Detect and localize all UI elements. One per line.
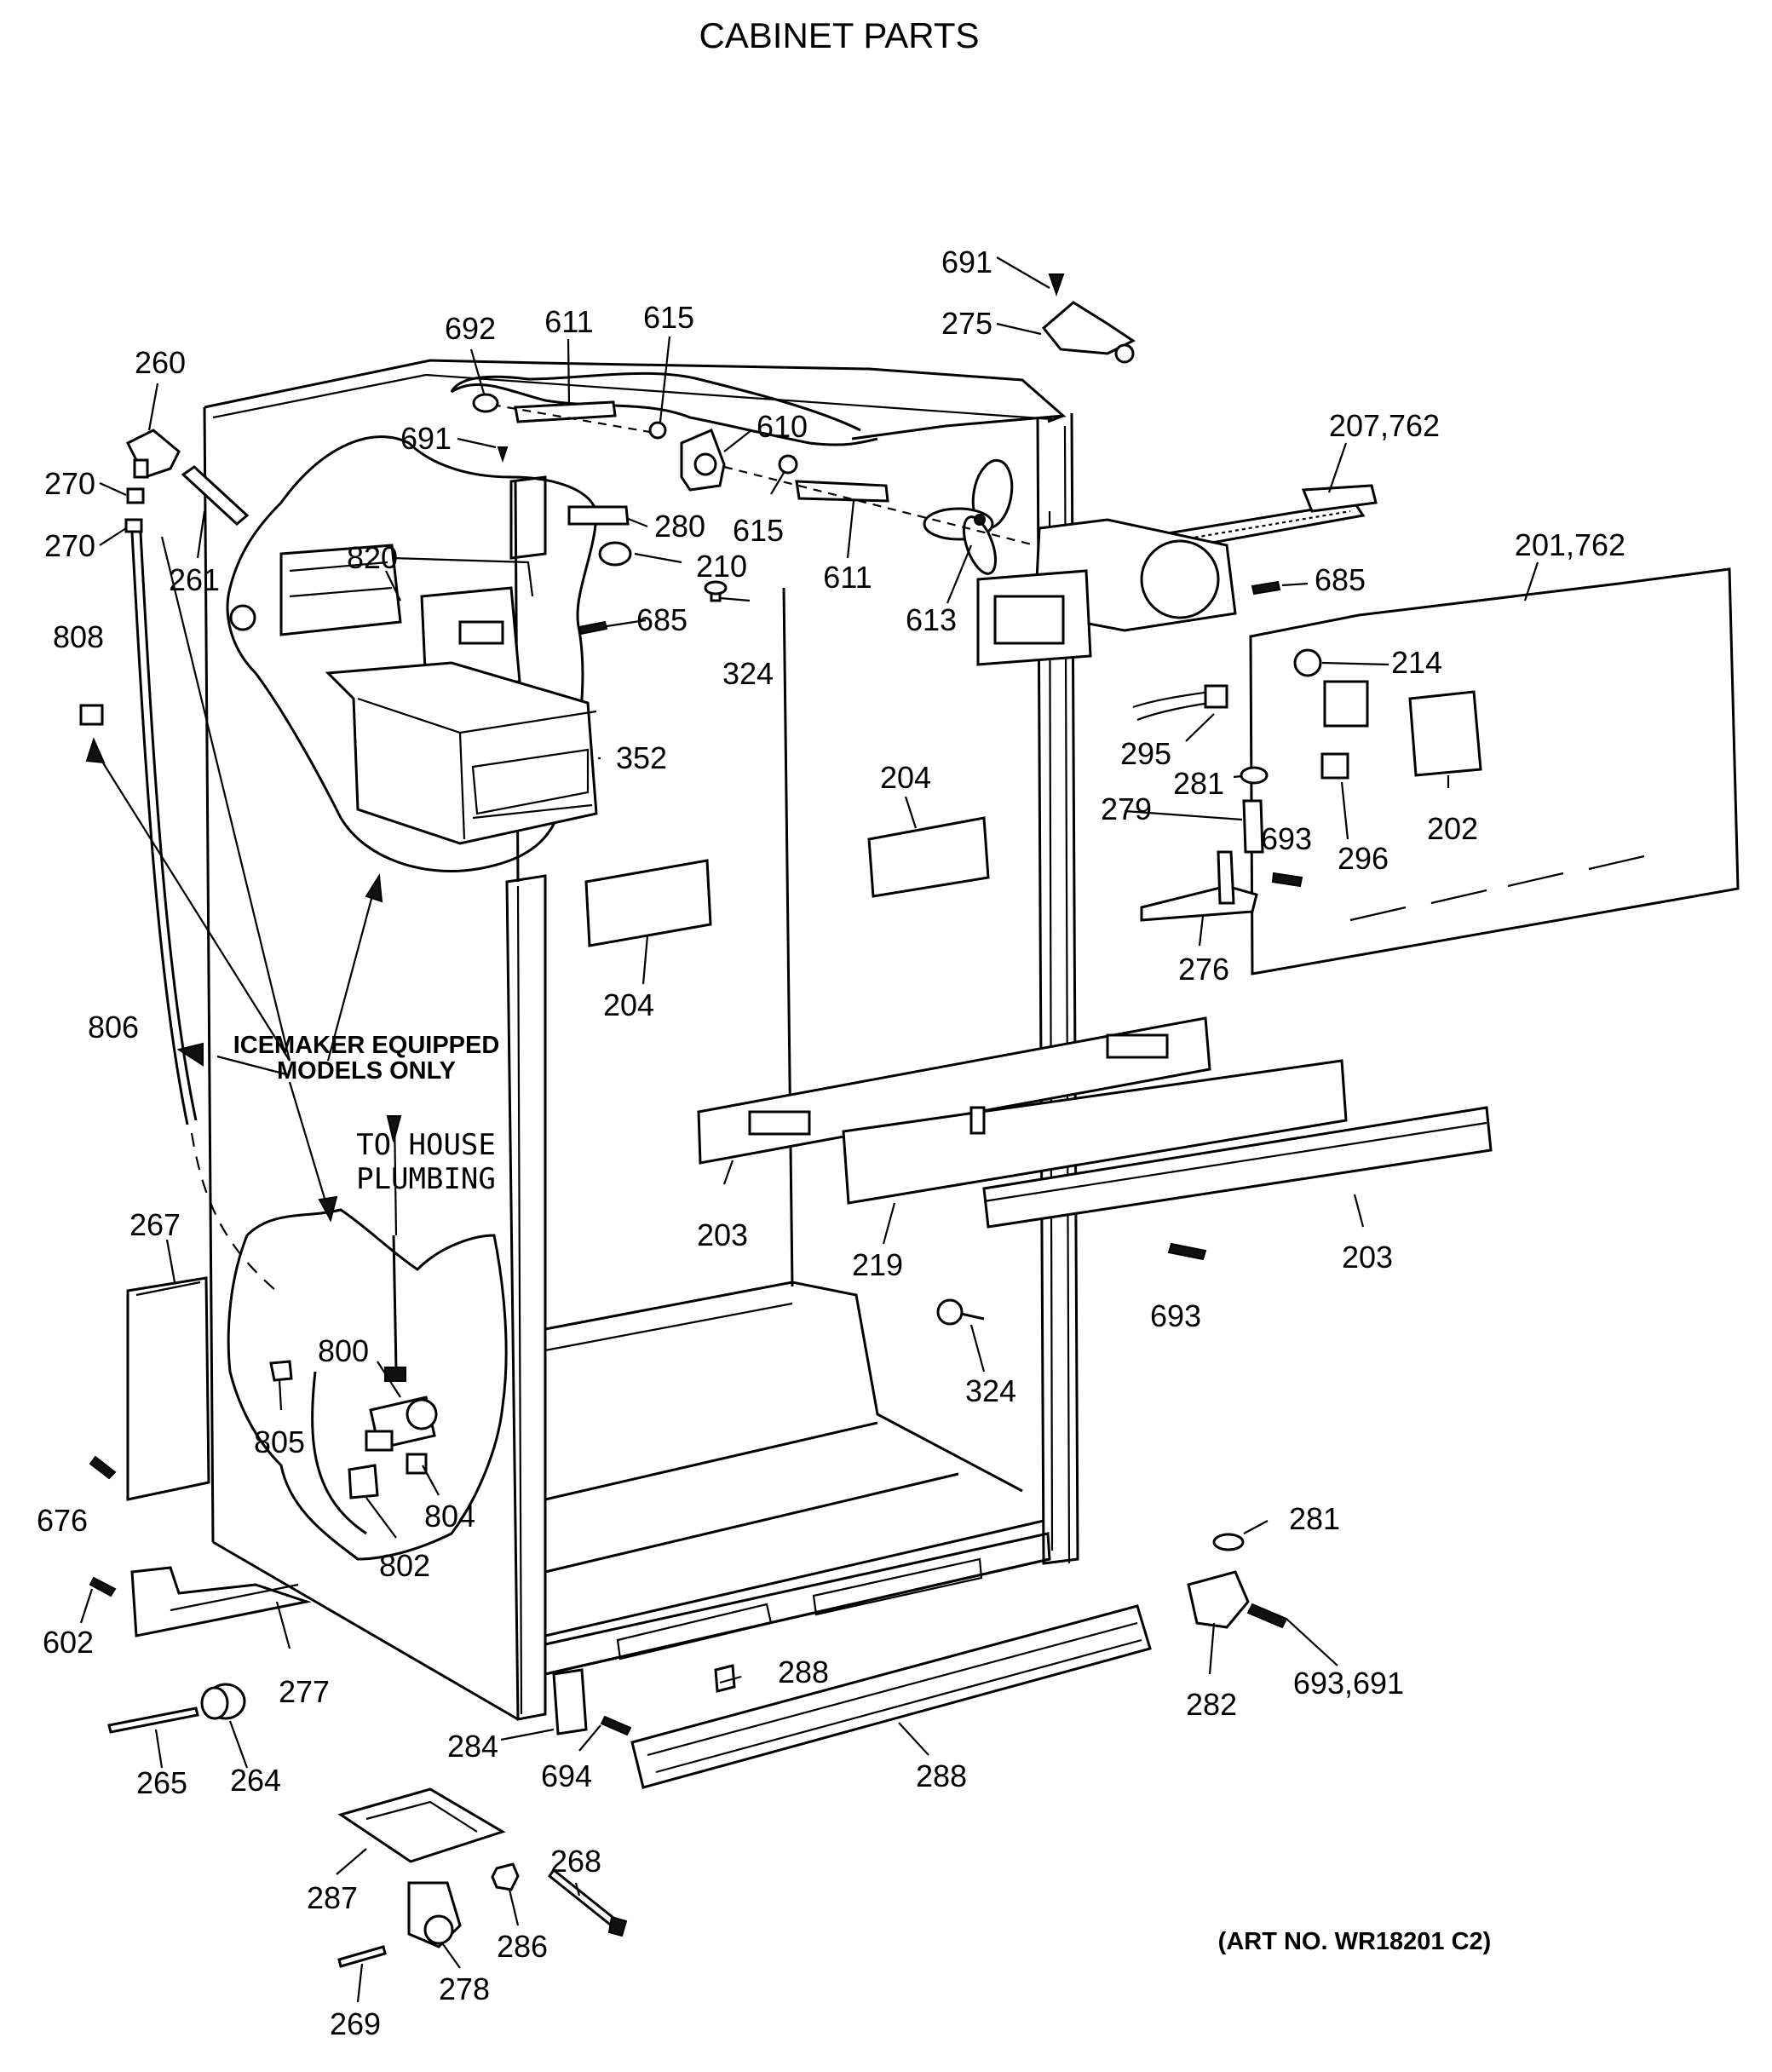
icemaker-cutaway bbox=[226, 435, 598, 872]
part-label: 800 bbox=[318, 1333, 369, 1368]
part-label: 270 bbox=[44, 528, 95, 563]
part-label: 279 bbox=[1101, 791, 1152, 826]
diagram-title: CABINET PARTS bbox=[699, 15, 979, 55]
part-label: 806 bbox=[88, 1010, 139, 1045]
part-label: 265 bbox=[136, 1765, 187, 1800]
part-label: 202 bbox=[1427, 811, 1478, 846]
part-label: 611 bbox=[544, 304, 593, 339]
part-label: 691 bbox=[400, 421, 452, 456]
part-label: 203 bbox=[1342, 1240, 1393, 1275]
part-label: 613 bbox=[906, 602, 957, 637]
part-label: 615 bbox=[733, 513, 784, 548]
part-label: 676 bbox=[37, 1503, 88, 1538]
part-label: 693,691 bbox=[1293, 1666, 1404, 1701]
part-label: 324 bbox=[722, 656, 774, 691]
part-label: 802 bbox=[379, 1548, 430, 1583]
part-label: 610 bbox=[757, 409, 808, 444]
part-label: 692 bbox=[445, 311, 496, 346]
part-label: 296 bbox=[1338, 841, 1389, 876]
part-label: 264 bbox=[230, 1763, 281, 1798]
part-label: 219 bbox=[852, 1247, 903, 1282]
part-label: 269 bbox=[330, 2006, 381, 2041]
art-number: (ART NO. WR18201 C2) bbox=[1218, 1928, 1492, 1955]
part-label: 685 bbox=[1315, 562, 1366, 597]
part-label: 287 bbox=[307, 1880, 358, 1915]
part-label: 276 bbox=[1178, 952, 1229, 987]
part-label: 288 bbox=[916, 1758, 967, 1793]
part-label: 267 bbox=[129, 1207, 181, 1242]
part-label: 275 bbox=[941, 306, 992, 341]
part-label: 207,762 bbox=[1329, 408, 1440, 443]
part-label: 214 bbox=[1391, 645, 1442, 680]
plumbing-note-line1: TO HOUSE bbox=[356, 1128, 496, 1162]
part-labels: 691 275 692 611 615 260 691 610 207,762 … bbox=[37, 245, 1625, 2041]
part-label: 685 bbox=[636, 602, 688, 637]
part-label: 281 bbox=[1289, 1501, 1340, 1536]
part-label: 611 bbox=[823, 560, 872, 595]
part-label: 278 bbox=[439, 1971, 490, 2006]
part-label: 694 bbox=[541, 1758, 592, 1793]
part-label: 615 bbox=[643, 300, 694, 335]
part-label: 284 bbox=[447, 1729, 498, 1764]
part-label: 286 bbox=[497, 1929, 548, 1964]
part-label: 282 bbox=[1186, 1687, 1237, 1722]
part-label: 324 bbox=[965, 1373, 1016, 1408]
plumbing-note-line2: PLUMBING bbox=[356, 1162, 496, 1196]
plumbing-cutaway bbox=[227, 1208, 508, 1561]
icemaker-note-line2: MODELS ONLY bbox=[277, 1057, 456, 1085]
evaporator-cover bbox=[1132, 567, 1740, 976]
part-label: 281 bbox=[1173, 766, 1224, 801]
part-label: 805 bbox=[254, 1424, 305, 1459]
part-label: 210 bbox=[696, 549, 747, 584]
part-label: 693 bbox=[1261, 821, 1312, 856]
part-label: 288 bbox=[778, 1655, 829, 1689]
part-label: 280 bbox=[654, 509, 705, 544]
part-label: 295 bbox=[1120, 736, 1171, 771]
part-label: 820 bbox=[347, 540, 398, 575]
left-parts bbox=[79, 429, 312, 1734]
part-label: 201,762 bbox=[1515, 527, 1625, 562]
icemaker-note-line1: ICEMAKER EQUIPPED bbox=[233, 1032, 500, 1059]
part-label: 277 bbox=[279, 1674, 330, 1709]
part-label: 693 bbox=[1150, 1298, 1201, 1333]
cabinet-body bbox=[203, 359, 1079, 1721]
part-label: 602 bbox=[43, 1625, 94, 1660]
part-label: 204 bbox=[880, 760, 931, 795]
part-label: 804 bbox=[424, 1499, 475, 1534]
bottom-parts bbox=[337, 1533, 1288, 1968]
part-label: 261 bbox=[169, 562, 220, 597]
part-label: 268 bbox=[550, 1844, 601, 1879]
part-label: 204 bbox=[603, 987, 654, 1022]
part-label: 203 bbox=[697, 1217, 748, 1252]
part-label: 808 bbox=[53, 619, 104, 654]
leader-lines bbox=[79, 256, 1539, 2003]
part-label: 691 bbox=[941, 245, 992, 279]
part-label: 352 bbox=[616, 740, 667, 775]
part-label: 260 bbox=[135, 345, 186, 380]
top-mechanism bbox=[450, 273, 1378, 666]
mid-parts bbox=[584, 816, 1493, 1326]
part-label: 270 bbox=[44, 466, 95, 501]
